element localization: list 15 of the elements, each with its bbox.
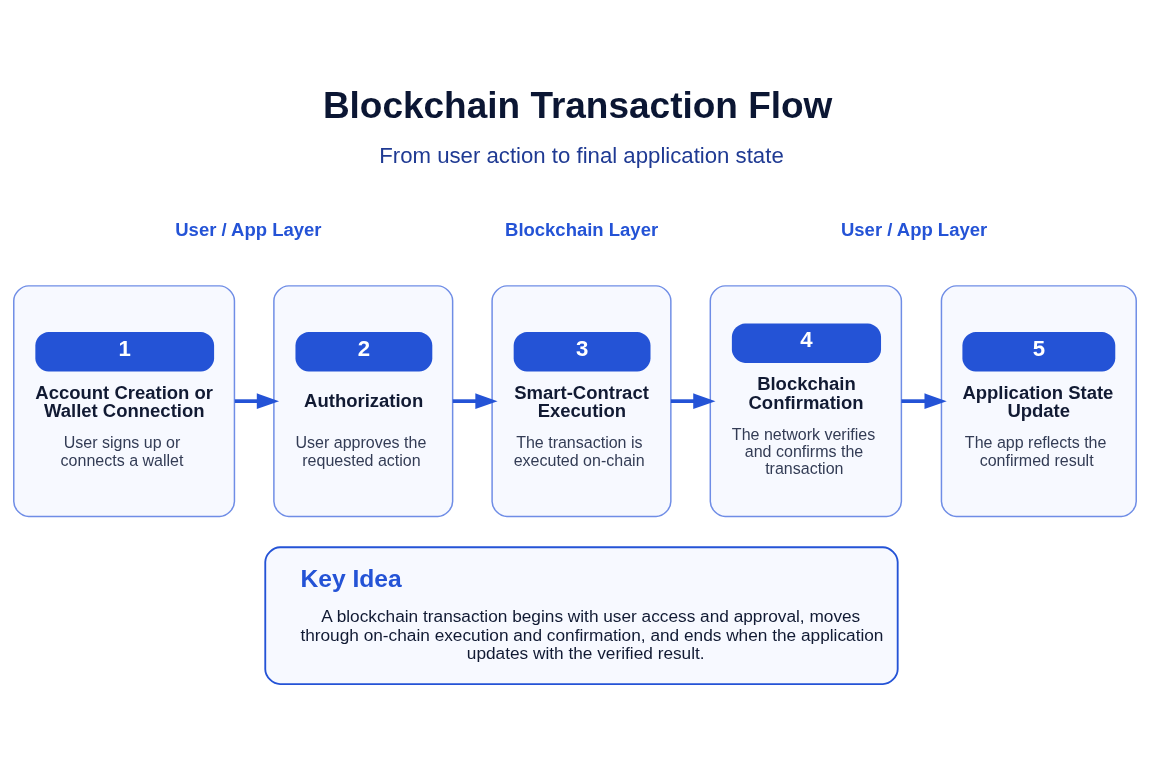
node-box: 1 Account Creation or Wallet Connection User signs up or connects a wallet bbox=[13, 284, 236, 517]
node-box: Key Idea A blockchain transaction begins with user access and approval, moves through on-chain execution and confirmation, and ends when the application updates with the verified result. bbox=[264, 545, 899, 685]
label: User / App Layer bbox=[175, 218, 322, 240]
arrow bbox=[452, 392, 498, 409]
arrow bbox=[234, 392, 280, 409]
arrow bbox=[670, 392, 716, 409]
node-box: 3 Smart-Contract Execution The transaction is executed on-chain bbox=[491, 284, 672, 517]
label: From user action to final application state bbox=[379, 142, 784, 168]
label: User / App Layer bbox=[840, 218, 988, 240]
arrow bbox=[901, 392, 947, 409]
label: Blockchain Layer bbox=[505, 218, 659, 240]
node-box: 4 Blockchain Confirmation The network verifies and confirms the transaction bbox=[709, 284, 903, 517]
node-box: 2 Authorization User approves the requested action bbox=[273, 284, 454, 517]
node-box: 5 Application State Update The app reflects the confirmed result bbox=[940, 284, 1137, 517]
diagram-title: Blockchain Transaction Flow bbox=[322, 84, 833, 126]
